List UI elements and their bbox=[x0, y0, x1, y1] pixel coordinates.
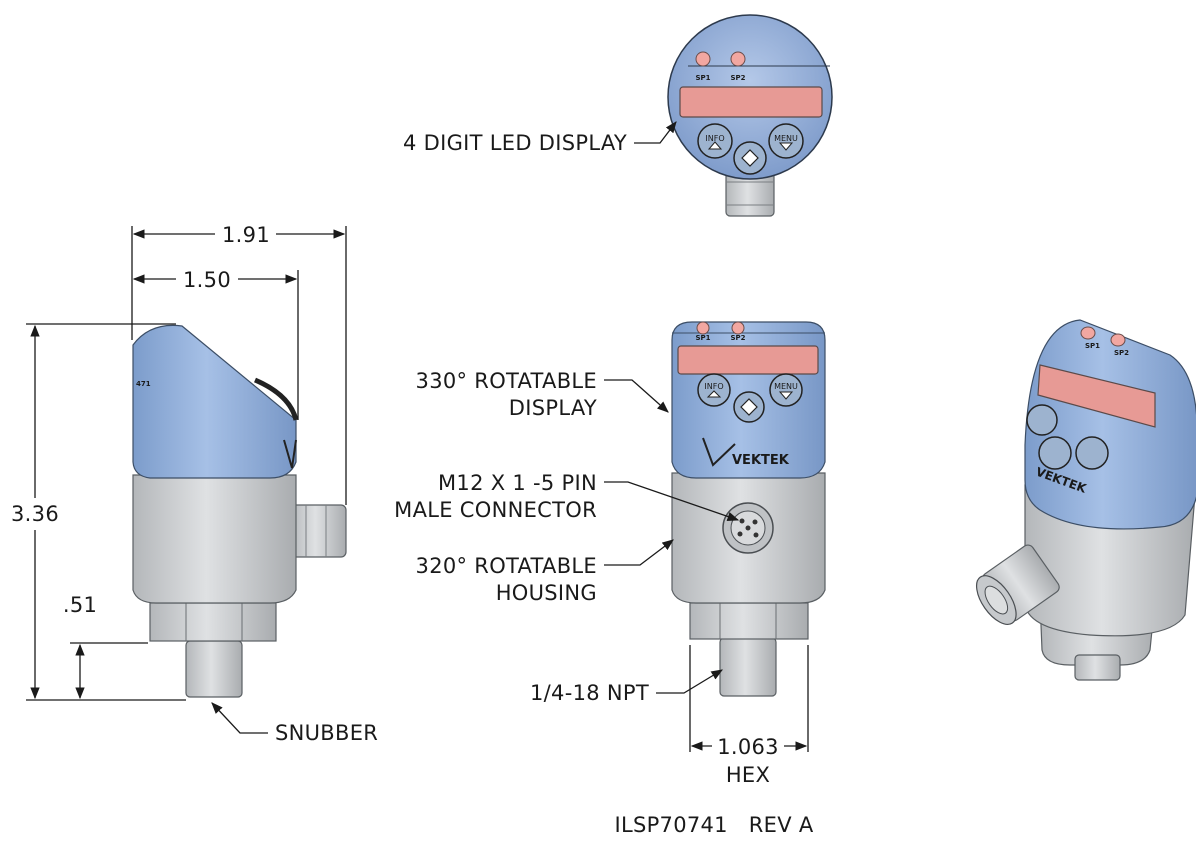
front-view-device: SP1 SP2 INFO MENU VEKTEK bbox=[671, 321, 826, 697]
sp2-label: SP2 bbox=[730, 74, 745, 82]
menu-key bbox=[768, 123, 804, 159]
info-key bbox=[697, 123, 733, 159]
dim-height: 3.36 bbox=[11, 502, 59, 526]
side-label-fragment: 471 bbox=[136, 380, 151, 388]
front-brand: VEKTEK bbox=[732, 453, 790, 468]
callout-snubber: SNUBBER bbox=[275, 721, 378, 745]
callout-rotatable-display-2: DISPLAY bbox=[509, 396, 597, 420]
front-led-screen bbox=[677, 345, 819, 375]
front-sp1-label: SP1 bbox=[695, 334, 710, 342]
drawing-id: ILSP70741 REV A bbox=[614, 813, 813, 837]
front-sp2-label: SP2 bbox=[730, 334, 745, 342]
iso-sp2-label: SP2 bbox=[1114, 349, 1129, 357]
sp1-lamp bbox=[695, 51, 711, 67]
callout-npt: 1/4-18 NPT bbox=[530, 681, 649, 705]
sp2-lamp bbox=[730, 51, 746, 67]
iso-view-device: SP1 SP2 VEKTEK bbox=[975, 319, 1196, 681]
dim-body-width: 1.50 bbox=[183, 268, 231, 292]
led-display-screen bbox=[679, 86, 823, 118]
callout-rotatable-housing-1: 320° ROTATABLE bbox=[416, 554, 597, 578]
dim-fitting-height: .51 bbox=[63, 593, 97, 617]
side-blue-housing bbox=[132, 324, 297, 479]
callout-rotatable-display-1: 330° ROTATABLE bbox=[416, 369, 597, 393]
dim-hex-value: 1.063 bbox=[717, 735, 779, 759]
dim-overall-width: 1.91 bbox=[222, 223, 270, 247]
menu-key-label: MENU bbox=[774, 134, 798, 143]
vektek-logo-icon bbox=[702, 437, 736, 467]
dim-hex-label: HEX bbox=[726, 763, 770, 787]
callout-rotatable-housing-2: HOUSING bbox=[496, 581, 597, 605]
callout-connector-2: MALE CONNECTOR bbox=[394, 498, 597, 522]
info-key-label: INFO bbox=[705, 134, 724, 143]
front-enter-icon bbox=[740, 398, 758, 416]
front-info-label: INFO bbox=[704, 382, 723, 391]
front-menu-label: MENU bbox=[774, 382, 798, 391]
top-view-device: SP1 SP2 INFO MENU bbox=[667, 14, 833, 217]
callout-led-display: 4 DIGIT LED DISPLAY bbox=[403, 131, 627, 155]
callout-connector-1: M12 X 1 -5 PIN bbox=[438, 471, 597, 495]
side-view-device: 471 bbox=[132, 324, 347, 698]
sp1-label: SP1 bbox=[695, 74, 710, 82]
enter-arrow-icon bbox=[741, 149, 759, 167]
iso-sp1-label: SP1 bbox=[1085, 342, 1100, 350]
